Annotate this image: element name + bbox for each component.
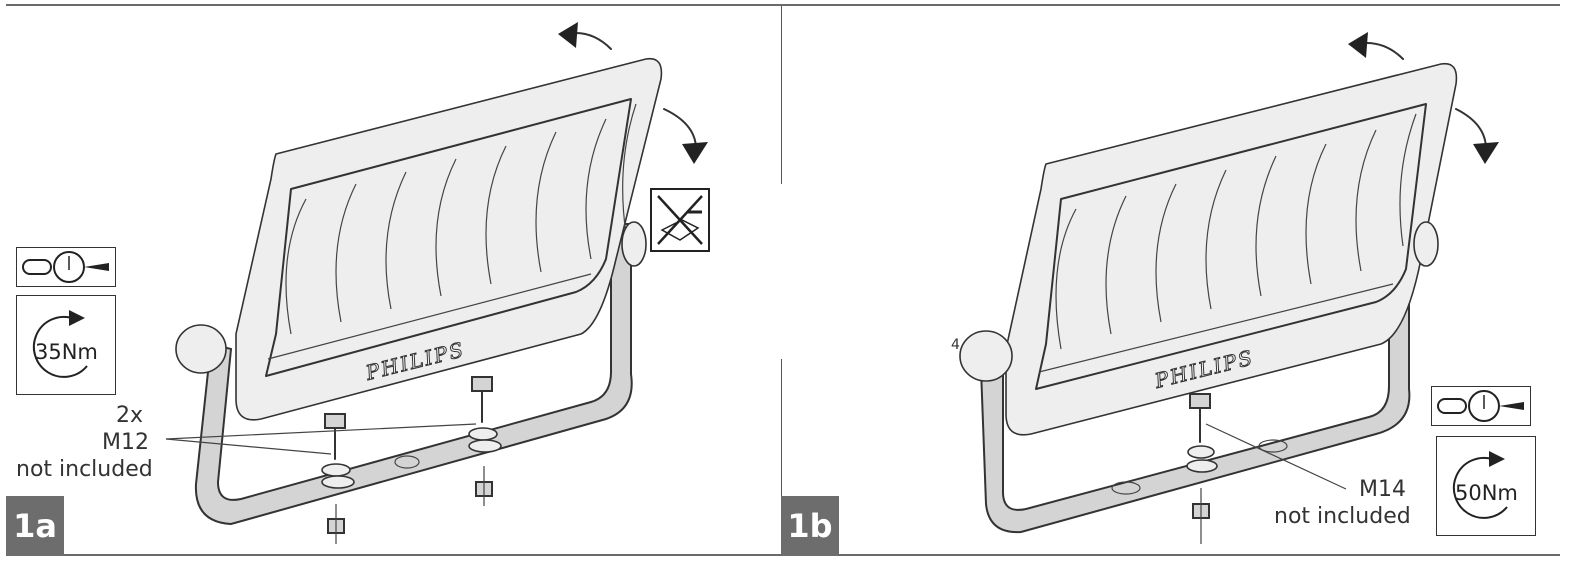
- tilt-arrows-icon: [558, 22, 708, 164]
- bolt-left: [321, 413, 355, 544]
- rotate-clockwise-icon: [1452, 451, 1508, 519]
- cooling-fins: [1055, 113, 1417, 350]
- bolt-size-label: M12: [102, 430, 149, 455]
- torque-wrench-icon: [16, 247, 116, 287]
- pivot-knob-left: [175, 324, 227, 374]
- panel-border-top: [781, 4, 1560, 6]
- torque-value: 35Nm: [35, 340, 98, 364]
- floodlight-housing: [1005, 62, 1458, 436]
- torque-value: 50Nm: [1455, 481, 1518, 505]
- bolt-note-label: not included: [1274, 504, 1411, 529]
- pivot-knob-right: [621, 221, 647, 267]
- bolt-quantity-label: 2x: [116, 403, 144, 428]
- bolt-note-label: not included: [16, 457, 153, 482]
- panel-divider: [781, 4, 782, 184]
- cooling-fins: [285, 103, 637, 335]
- floodlight-housing: [235, 57, 663, 421]
- bracket-hole: [1258, 439, 1288, 453]
- panel-border-top: [6, 4, 781, 6]
- bolt-right: [468, 376, 502, 506]
- panel-1a: PHILIPS: [6, 4, 781, 556]
- bracket-hole: [1111, 481, 1141, 495]
- no-tilt-warning-icon: [650, 188, 710, 252]
- panel-divider-lower: [781, 359, 782, 556]
- panel-border-bottom: [781, 554, 1560, 556]
- pivot-knob-right: [1413, 221, 1439, 267]
- pivot-knob-left: [959, 330, 1013, 382]
- torque-setting-box: 50Nm: [1436, 436, 1536, 536]
- panel-border-bottom: [6, 554, 781, 556]
- bolt-size-label: M14: [1359, 477, 1406, 502]
- bolt-center: [1186, 393, 1218, 544]
- instruction-sheet: PHILIPS: [6, 4, 1560, 556]
- torque-wrench-icon: [1431, 386, 1531, 426]
- step-badge-1b: 1b: [781, 496, 839, 556]
- floodlight-illustration-1a: PHILIPS: [165, 22, 708, 544]
- panel-1b: PHILIPS 4: [781, 4, 1560, 556]
- side-mark: 4: [951, 337, 960, 353]
- floodlight-illustration-1b: PHILIPS: [959, 32, 1499, 544]
- torque-setting-box: 35Nm: [16, 295, 116, 395]
- tilt-arrows-icon: [1348, 32, 1499, 164]
- rotate-clockwise-icon: [32, 310, 88, 378]
- bracket-hole: [394, 455, 420, 469]
- step-badge-1a: 1a: [6, 496, 64, 556]
